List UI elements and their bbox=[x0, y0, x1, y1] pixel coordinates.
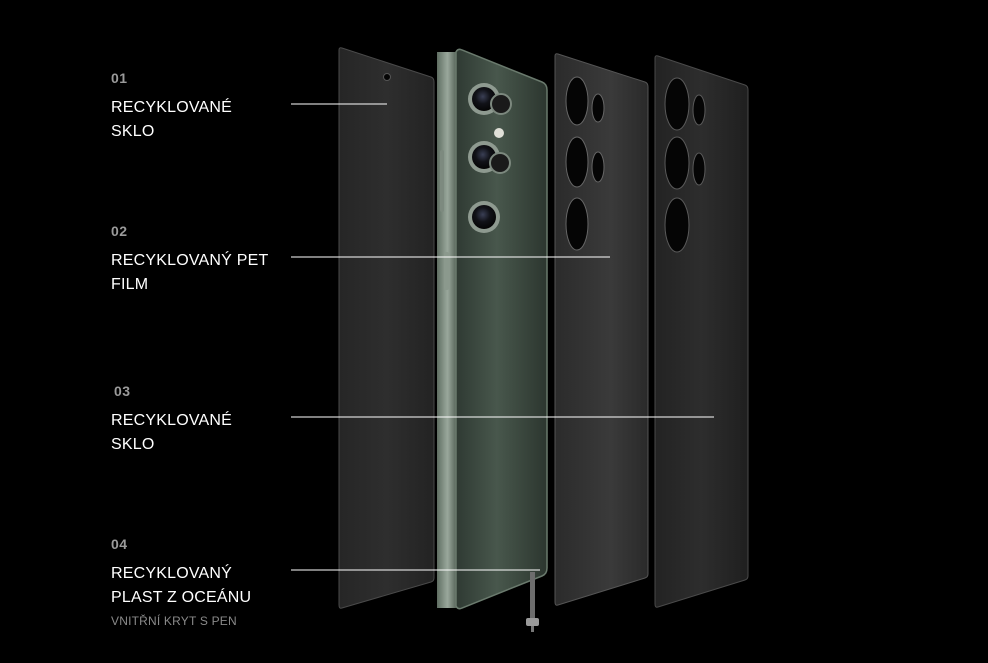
layer-label-4: 04 RECYKLOVANÝ PLAST Z OCEÁNU VNITŘNÍ KR… bbox=[111, 536, 251, 628]
layer-title-line1: RECYKLOVANÉ bbox=[111, 412, 233, 429]
layer-number: 03 bbox=[114, 383, 131, 399]
s-pen bbox=[526, 572, 539, 632]
layer-title-line1: RECYKLOVANÝ PET bbox=[111, 252, 269, 269]
layer-number: 02 bbox=[111, 223, 128, 239]
layer-title-line2: PLAST Z OCEÁNU bbox=[111, 589, 252, 606]
layer-label-2: 02 RECYKLOVANÝ PET FILM bbox=[111, 223, 268, 297]
phone-body bbox=[437, 48, 548, 632]
layer-title-line2: SKLO bbox=[111, 123, 155, 140]
layer-title-line1: RECYKLOVANÉ bbox=[111, 99, 233, 116]
back-glass-panel bbox=[654, 55, 749, 608]
layer-number: 01 bbox=[111, 70, 128, 86]
camera-cluster bbox=[468, 83, 512, 233]
layer-number: 04 bbox=[111, 536, 128, 552]
layer-label-3: 03 RECYKLOVANÉ SKLO bbox=[111, 383, 232, 457]
layer-subtitle: VNITŘNÍ KRYT S PEN bbox=[111, 614, 237, 628]
layer-title-line2: SKLO bbox=[111, 436, 155, 453]
front-glass-panel bbox=[338, 47, 435, 609]
pet-film-panel bbox=[554, 53, 649, 606]
layer-title-line1: RECYKLOVANÝ bbox=[111, 565, 233, 582]
layer-label-1: 01 RECYKLOVANÉ SKLO bbox=[111, 70, 232, 144]
layer-title-line2: FILM bbox=[111, 276, 149, 293]
